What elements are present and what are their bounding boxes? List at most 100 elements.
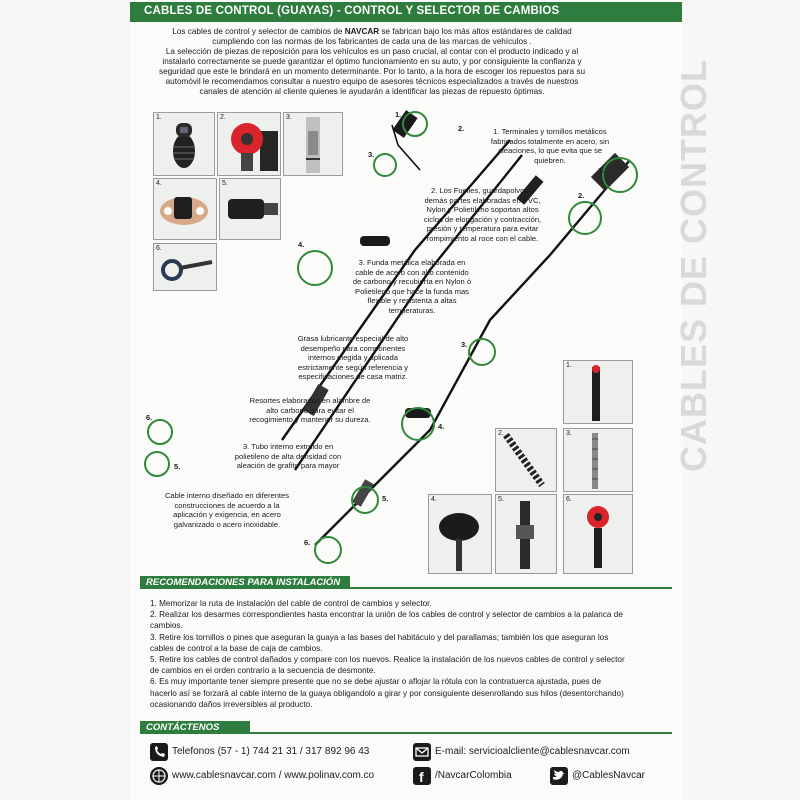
callout-number: 5.: [382, 494, 389, 503]
callout-line: Nylon y Polietileno soportan altos: [426, 205, 539, 215]
bellows-icon: [503, 432, 545, 488]
callout-line: flexible y resistenta a altas: [367, 296, 457, 306]
thumb-right-4: 4.: [428, 494, 492, 574]
brand-name: NAVCAR: [344, 27, 380, 36]
twitter-text[interactable]: @CablesNavcar: [572, 770, 645, 781]
callout-fuelles: 2. Los Fuelles, guardapolvos y demás par…: [405, 186, 560, 244]
callout-line: alto carbono para evitar el: [266, 405, 354, 415]
step-line: 5. Retire los cables de control dañados …: [150, 655, 625, 665]
install-title: RECOMENDACIONES PARA INSTALACIÓN: [146, 577, 341, 588]
intro-text: Los cables de control y selector de camb…: [172, 27, 345, 36]
phone-icon: [150, 743, 168, 761]
intro-text: instalarlo correctamente se puede garant…: [162, 57, 582, 66]
phone-text: Telefonos (57 - 1) 744 21 31 / 317 892 9…: [172, 746, 370, 757]
callout-number: 2.: [458, 124, 465, 133]
thumb-right-5: 5.: [495, 494, 557, 574]
thumb-number: 3.: [286, 114, 292, 121]
thumb-right-2: 2.: [495, 428, 557, 492]
clip-icon: [228, 199, 278, 219]
callout-line: demás partes elaboradas en PVC,: [424, 195, 541, 205]
thumb-number: 5.: [222, 180, 228, 187]
callout-resortes: Resortes elaborados en alambre de alto c…: [235, 396, 385, 425]
callout-line: ciclos de elongación y contracción,: [423, 214, 542, 224]
callout-line: quiebren.: [534, 155, 566, 165]
callout-line: polietileno de alta densidad con: [234, 451, 342, 461]
facebook-icon[interactable]: f: [413, 767, 431, 785]
thumb-left-3: 3.: [283, 112, 343, 176]
email-text[interactable]: E-mail: servicioalcliente@cablesnavcar.c…: [435, 746, 630, 757]
callout-line: Resortes elaborados en alambre de: [249, 396, 371, 405]
step-line: 6. Es muy importante tener siempre prese…: [150, 677, 602, 687]
callout-line: construcciones de acuerdo a la: [174, 500, 280, 510]
intro-text: se fabrican bajo los más altos estándare…: [379, 27, 572, 36]
thumb-number: 1.: [566, 362, 572, 369]
step-line: 3. Retire los tornillos o pines que aseg…: [150, 632, 609, 642]
intro-paragraph: Los cables de control y selector de camb…: [138, 27, 606, 97]
intro-text: La selección de piezas de reposición par…: [165, 47, 579, 56]
thumb-number: 5.: [498, 496, 504, 503]
thumb-number: 4.: [156, 180, 162, 187]
thumb-right-1: 1.: [563, 360, 633, 424]
callout-line: de carbono y recubierta en Nylon ó: [352, 277, 472, 287]
install-steps: 1. Memorizar la ruta de instalación del …: [150, 598, 655, 710]
callout-number: 4.: [298, 240, 305, 249]
email-icon: [413, 743, 431, 761]
callout-line: galvanizado o acero inoxidable.: [173, 519, 281, 529]
thumb-number: 4.: [431, 496, 437, 503]
intro-text: canales de atención al cliente quienes l…: [199, 87, 545, 96]
cables-diagram: [144, 110, 638, 564]
svg-text:f: f: [419, 769, 424, 785]
callout-line: fabricados totalmente en acero, sin: [490, 136, 610, 146]
intro-text: seguridad que este le brindará en un mom…: [158, 67, 585, 76]
callout-line: 2. Los Fuelles, guardapolvos y: [431, 186, 534, 195]
callout-line: aleación de grafito para mayor: [236, 461, 340, 471]
section-divider: [250, 732, 672, 734]
twitter-icon[interactable]: [550, 767, 568, 785]
callout-line: cable de acero con alto contenido: [355, 267, 469, 277]
callout-line: aplicación y exigencia, en acero: [173, 510, 281, 520]
thumb-right-3: 3.: [563, 428, 633, 492]
website-text[interactable]: www.cablesnavcar.com / www.polinav.com.c…: [172, 770, 375, 781]
step-line: de cambios en el orden contrario a la se…: [150, 666, 376, 676]
callout-line: Cable interno diseñado en diferentes: [164, 491, 290, 500]
section-divider: [350, 587, 672, 589]
sheath-icon: [592, 433, 598, 489]
callout-line: 1. Terminales y tornillos metálicos: [493, 127, 607, 136]
thumb-number: 1.: [156, 114, 162, 121]
callout-terminales: 1. Terminales y tornillos metálicos fabr…: [470, 127, 630, 165]
callout-line: 3. Tubo interno extruido en: [242, 442, 334, 451]
thumb-number: 3.: [566, 430, 572, 437]
thumb-left-6: 6.: [153, 243, 217, 291]
step-line: 1. Memorizar la ruta de instalación del …: [150, 599, 432, 608]
callout-line: Polietileno que hace la funda mas: [355, 286, 469, 296]
thumb-number: 6.: [156, 245, 162, 252]
header-bar: CABLES DE CONTROL (GUAYAS) - CONTROL Y S…: [130, 2, 682, 22]
callout-number: 4.: [438, 422, 445, 431]
cable-sleeve-icon: [306, 117, 320, 173]
facebook-text[interactable]: /NavcarColombia: [435, 770, 512, 781]
contact-section-header: CONTÁCTENOS: [140, 721, 250, 734]
step-line: 2. Realizar los desarmes correspondiente…: [150, 610, 623, 620]
callout-line: rompimiento al roce con el cable.: [426, 233, 539, 243]
callout-number: 1.: [395, 110, 402, 119]
step-line: hacerlo así se forzará al cable interno …: [150, 688, 624, 698]
callout-funda: 3. Funda metálica elaborada en cable de …: [342, 258, 482, 316]
callout-line: internos elegida y aplicada: [308, 353, 398, 363]
intro-text: cumpliendo con las normas de los fabrica…: [212, 37, 532, 46]
callout-line: temperaturas.: [388, 305, 436, 315]
callout-line: Grasa lubricante especial de alto: [297, 334, 409, 343]
bracket-icon: [160, 197, 208, 225]
brochure-page: CABLES DE CONTROL (GUAYAS) - CONTROL Y S…: [130, 0, 714, 800]
thumb-number: 6.: [566, 496, 572, 503]
bushing-icon: [231, 123, 278, 171]
thumb-right-6: 6.: [563, 494, 633, 574]
eye-terminal-icon: [161, 259, 213, 281]
callout-number: 6.: [304, 538, 311, 547]
globe-icon: [150, 767, 168, 785]
callout-grasa: Grasa lubricante especial de alto desemp…: [278, 334, 428, 382]
intro-text: automóvil le recomendamos consultar a nu…: [165, 77, 579, 86]
boot-icon: [173, 123, 195, 168]
callout-line: estrictamente según referencia y: [297, 362, 409, 372]
callout-line: aleaciones, lo que evita que se: [497, 146, 603, 156]
terminal-rod-icon: [592, 365, 600, 421]
